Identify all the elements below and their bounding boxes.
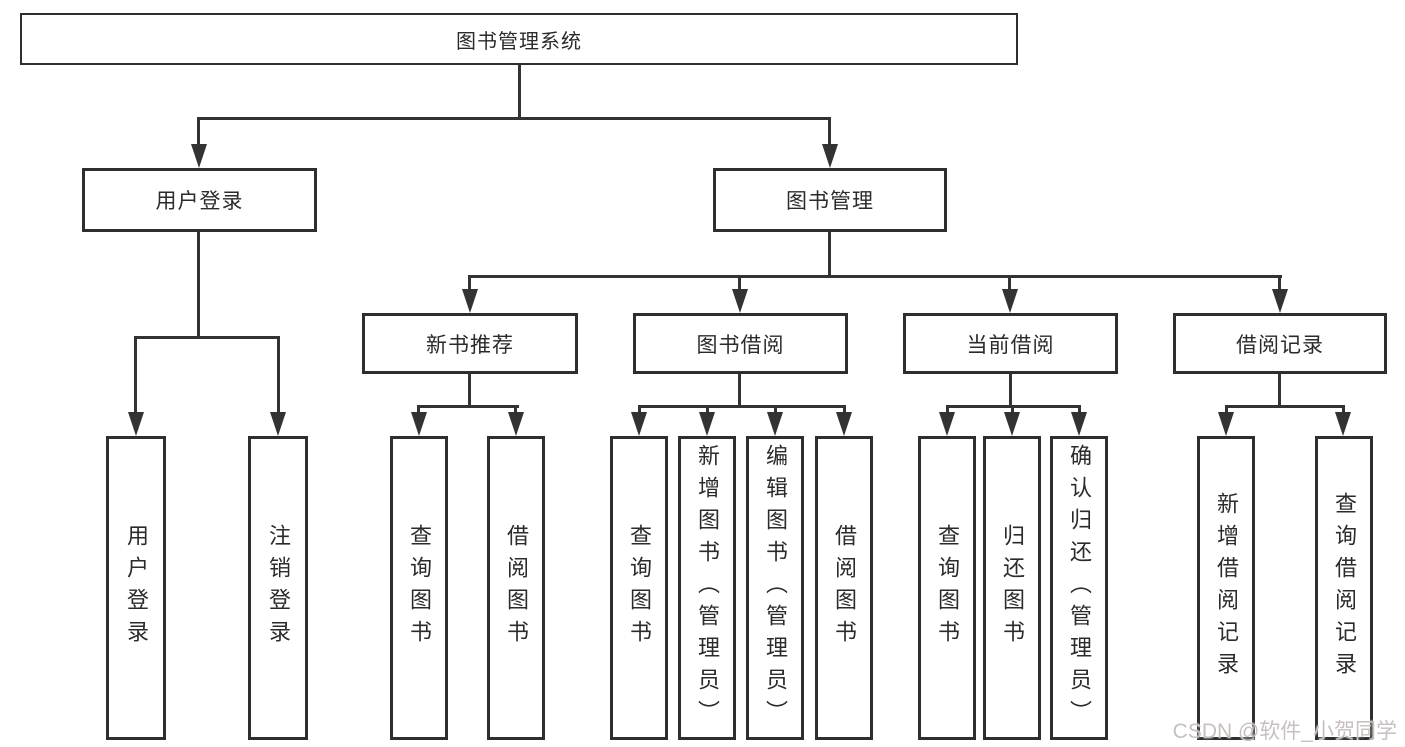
connector-v-line bbox=[1009, 372, 1012, 408]
leaf-borrow-books: 借阅图书 bbox=[815, 436, 873, 740]
arrowhead-down-icon bbox=[1218, 412, 1234, 436]
connector-v-line bbox=[946, 405, 949, 417]
arrowhead-down-icon bbox=[1002, 289, 1018, 313]
leaf-confirm-return-admin: 确认归还（管理员） bbox=[1050, 436, 1108, 740]
connector-v-line bbox=[706, 405, 709, 417]
connector-v-line bbox=[1342, 405, 1345, 417]
connector-v-line bbox=[1278, 275, 1281, 293]
node-library-management-system: 图书管理系统 bbox=[20, 13, 1018, 65]
arrowhead-down-icon bbox=[270, 412, 286, 436]
connector-v-line bbox=[514, 405, 517, 417]
connector-v-line bbox=[468, 275, 471, 293]
arrowhead-down-icon bbox=[508, 412, 524, 436]
node-label: 新增图书（管理员） bbox=[695, 444, 720, 732]
connector-v-line bbox=[828, 230, 831, 278]
node-borrowing-records: 借阅记录 bbox=[1173, 313, 1387, 374]
node-label: 图书管理 bbox=[786, 190, 874, 213]
node-label: 查询借阅记录 bbox=[1332, 492, 1357, 684]
arrowhead-down-icon bbox=[462, 289, 478, 313]
connector-h-line bbox=[468, 275, 1282, 278]
connector-v-line bbox=[518, 64, 521, 118]
connector-v-line bbox=[1078, 405, 1081, 417]
arrowhead-down-icon bbox=[939, 412, 955, 436]
leaf-add-book-admin: 新增图书（管理员） bbox=[678, 436, 736, 740]
node-current-borrowing: 当前借阅 bbox=[903, 313, 1118, 374]
connector-v-line bbox=[468, 372, 471, 408]
node-book-management-branch: 图书管理 bbox=[713, 168, 947, 232]
connector-v-line bbox=[417, 405, 420, 417]
arrowhead-down-icon bbox=[1071, 412, 1087, 436]
leaf-edit-book-admin: 编辑图书（管理员） bbox=[746, 436, 804, 740]
leaf-query-books-recommend: 查询图书 bbox=[390, 436, 448, 740]
connector-v-line bbox=[638, 405, 641, 417]
node-label: 图书管理系统 bbox=[456, 30, 582, 53]
arrowhead-down-icon bbox=[699, 412, 715, 436]
arrowhead-down-icon bbox=[191, 144, 207, 168]
arrowhead-down-icon bbox=[411, 412, 427, 436]
connector-v-line bbox=[197, 117, 200, 147]
arrowhead-down-icon bbox=[1004, 412, 1020, 436]
connector-v-line bbox=[197, 230, 200, 338]
connector-h-line bbox=[197, 117, 831, 120]
node-label: 查询图书 bbox=[407, 524, 432, 652]
connector-v-line bbox=[1011, 405, 1014, 417]
connector-v-line bbox=[738, 275, 741, 293]
node-label: 用户登录 bbox=[124, 524, 149, 652]
arrowhead-down-icon bbox=[631, 412, 647, 436]
leaf-query-borrow-record: 查询借阅记录 bbox=[1315, 436, 1373, 740]
connector-v-line bbox=[1008, 275, 1011, 293]
node-label: 借阅记录 bbox=[1236, 333, 1324, 357]
node-new-book-recommend: 新书推荐 bbox=[362, 313, 578, 374]
arrowhead-down-icon bbox=[128, 412, 144, 436]
connector-v-line bbox=[774, 405, 777, 417]
connector-h-line bbox=[638, 405, 846, 408]
arrowhead-down-icon bbox=[1272, 289, 1288, 313]
node-label: 编辑图书（管理员） bbox=[763, 444, 788, 732]
leaf-return-book: 归还图书 bbox=[983, 436, 1041, 740]
connector-v-line bbox=[1278, 372, 1281, 408]
node-label: 当前借阅 bbox=[966, 333, 1055, 357]
leaf-query-books-borrowing: 查询图书 bbox=[610, 436, 668, 740]
leaf-logout: 注销登录 bbox=[248, 436, 308, 740]
arrowhead-down-icon bbox=[767, 412, 783, 436]
node-label: 查询图书 bbox=[627, 524, 652, 652]
leaf-add-borrow-record: 新增借阅记录 bbox=[1197, 436, 1255, 740]
leaf-user-login: 用户登录 bbox=[106, 436, 166, 740]
watermark: CSDN @软件_小贺同学 bbox=[1172, 720, 1397, 743]
connector-v-line bbox=[134, 336, 137, 414]
node-book-borrowing: 图书借阅 bbox=[633, 313, 848, 374]
arrowhead-down-icon bbox=[822, 144, 838, 168]
node-label: 确认归还（管理员） bbox=[1067, 444, 1092, 732]
arrowhead-down-icon bbox=[836, 412, 852, 436]
node-label: 新增借阅记录 bbox=[1214, 492, 1239, 684]
arrowhead-down-icon bbox=[1335, 412, 1351, 436]
node-label: 用户登录 bbox=[155, 190, 244, 213]
node-label: 新书推荐 bbox=[426, 333, 514, 357]
node-label: 借阅图书 bbox=[832, 524, 857, 652]
connector-v-line bbox=[277, 336, 280, 414]
leaf-query-books-current: 查询图书 bbox=[918, 436, 976, 740]
connector-h-line bbox=[134, 336, 280, 339]
node-label: 借阅图书 bbox=[504, 524, 529, 652]
connector-v-line bbox=[828, 117, 831, 147]
connector-v-line bbox=[843, 405, 846, 417]
connector-h-line bbox=[417, 405, 519, 408]
arrowhead-down-icon bbox=[732, 289, 748, 313]
leaf-borrow-books-recommend: 借阅图书 bbox=[487, 436, 545, 740]
node-user-login-branch: 用户登录 bbox=[82, 168, 317, 232]
connector-h-line bbox=[1225, 405, 1345, 408]
node-label: 图书借阅 bbox=[696, 333, 785, 357]
connector-v-line bbox=[738, 372, 741, 408]
connector-v-line bbox=[1225, 405, 1228, 417]
node-label: 注销登录 bbox=[266, 524, 291, 652]
node-label: 归还图书 bbox=[1000, 524, 1025, 652]
node-label: 查询图书 bbox=[935, 524, 960, 652]
